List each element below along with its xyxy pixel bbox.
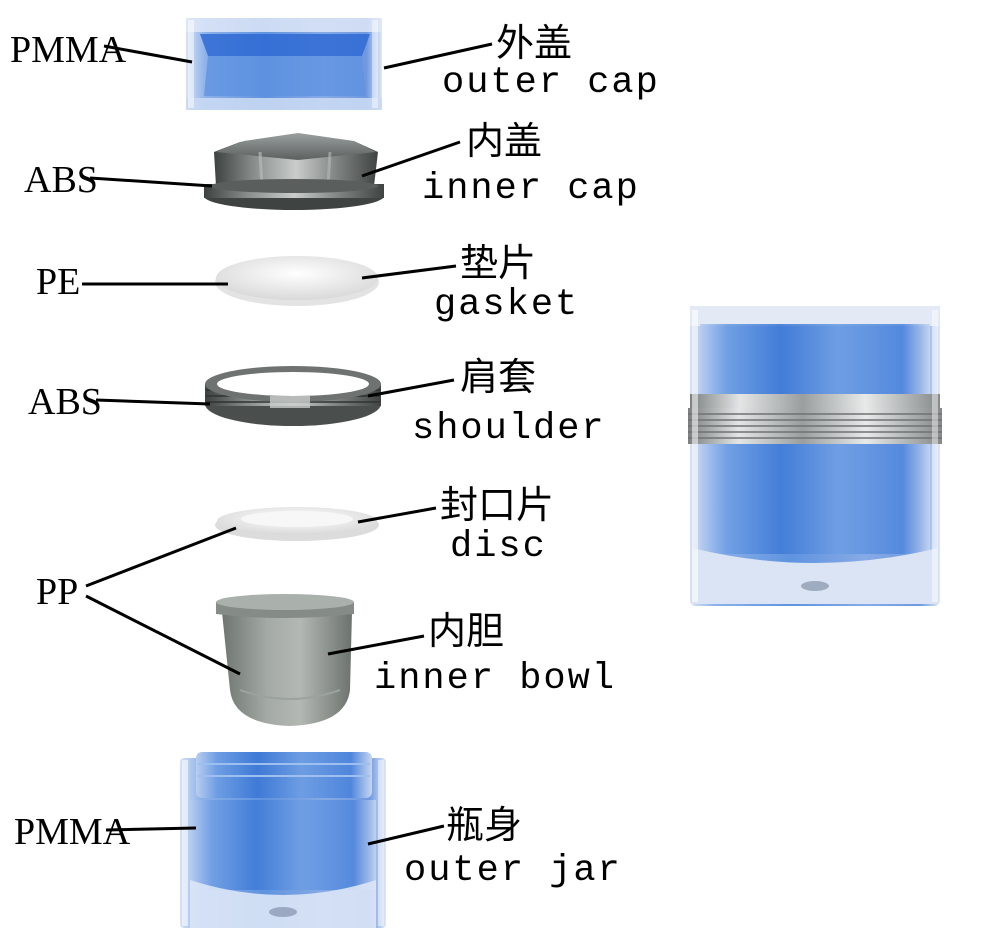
inner-cap-image — [204, 133, 384, 210]
disc-cn-label: 封口片 — [440, 483, 554, 527]
leader-inner-cap-material — [89, 176, 213, 188]
leader-pp-disc — [85, 526, 237, 588]
leader-outer-cap-name — [383, 42, 493, 70]
leader-pp-bowl — [85, 594, 241, 676]
outer-jar-material-label: PMMA — [14, 811, 131, 853]
outer-cap-cn-label: 外盖 — [496, 21, 572, 65]
gasket-image — [215, 256, 379, 306]
inner-bowl-cn-label: 内胆 — [428, 609, 504, 653]
outer-cap-material-label: PMMA — [10, 29, 127, 71]
leader-gasket-name — [361, 264, 457, 280]
leader-shoulder-material — [95, 398, 211, 406]
leader-outer-jar-material — [105, 826, 197, 832]
leader-disc-name — [357, 506, 437, 524]
shoulder-material-label: ABS — [28, 381, 102, 423]
leader-shoulder-name — [367, 378, 455, 398]
gasket-en-label: gasket — [434, 284, 579, 326]
outer-jar-en-label: outer jar — [404, 850, 622, 892]
gasket-cn-label: 垫片 — [460, 241, 536, 285]
labels: PMMA 外盖 outer cap ABS 内盖 inner cap PE 垫片… — [10, 21, 660, 892]
inner-bowl-image — [216, 594, 354, 726]
inner-bowl-en-label: inner bowl — [374, 658, 616, 700]
outer-cap-image — [186, 18, 382, 110]
pp-material-label: PP — [36, 571, 78, 613]
leader-inner-cap-name — [361, 140, 461, 178]
inner-cap-material-label: ABS — [24, 159, 98, 201]
inner-cap-en-label: inner cap — [422, 168, 640, 210]
inner-cap-cn-label: 内盖 — [466, 119, 542, 163]
gasket-material-label: PE — [36, 261, 80, 303]
leader-inner-bowl-name — [327, 634, 425, 656]
disc-en-label: disc — [450, 526, 547, 568]
shoulder-image — [205, 366, 381, 426]
leader-outer-jar-name — [367, 824, 445, 846]
shoulder-en-label: shoulder — [412, 408, 606, 450]
shoulder-cn-label: 肩套 — [460, 355, 536, 399]
assembled-jar-image — [688, 306, 942, 606]
outer-jar-image — [180, 752, 386, 928]
leader-lines — [82, 42, 493, 846]
outer-cap-en-label: outer cap — [442, 62, 660, 104]
leader-outer-cap-material — [103, 44, 193, 64]
disc-image — [215, 507, 379, 541]
outer-jar-cn-label: 瓶身 — [446, 803, 522, 847]
